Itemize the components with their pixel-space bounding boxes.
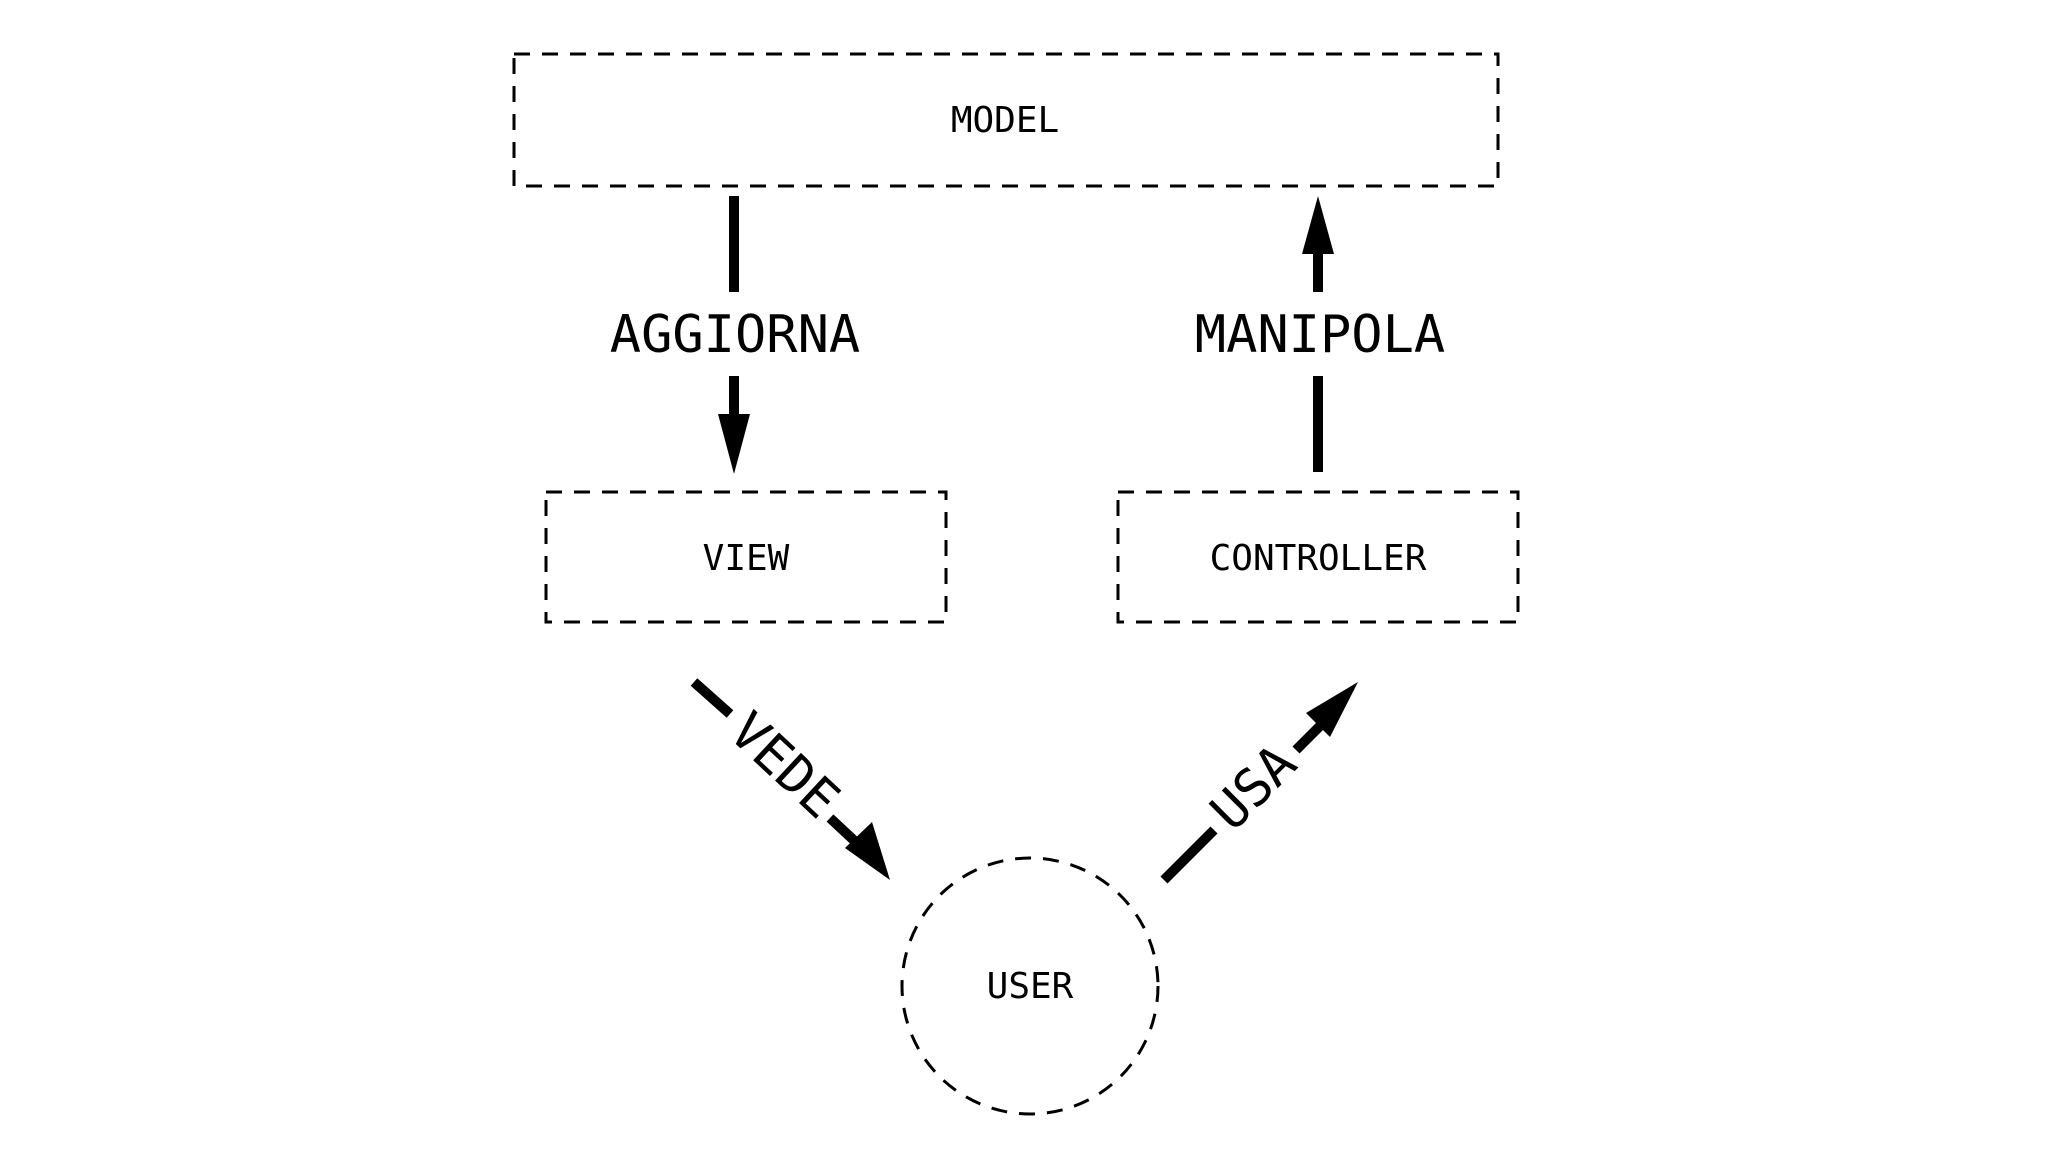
model-box	[512, 52, 1500, 188]
model-node: MODEL	[512, 52, 1500, 188]
controller-box	[1116, 490, 1520, 624]
controller-node: CONTROLLER	[1116, 490, 1520, 624]
view-label: VIEW	[703, 538, 790, 579]
uses-label: USA	[1199, 733, 1308, 842]
sees-arrowhead	[845, 822, 890, 880]
user-circle	[900, 856, 1160, 1116]
manipulates-arrowhead	[1302, 196, 1334, 254]
updates-edge: AGGIORNA	[610, 196, 860, 474]
uses-arrow-shaft-top	[1292, 722, 1324, 754]
user-node: USER	[900, 856, 1160, 1116]
updates-label: AGGIORNA	[610, 305, 860, 365]
sees-arrow-shaft-top	[690, 678, 734, 718]
uses-arrowhead	[1306, 682, 1358, 737]
user-label: USER	[987, 966, 1074, 1007]
sees-edge: VEDE	[690, 678, 890, 880]
model-label: MODEL	[951, 100, 1059, 141]
updates-arrowhead	[718, 414, 750, 474]
view-node: VIEW	[544, 490, 948, 624]
sees-label: VEDE	[718, 701, 851, 830]
controller-label: CONTROLLER	[1210, 538, 1427, 579]
view-box	[544, 490, 948, 624]
manipulates-label: MANIPOLA	[1195, 305, 1445, 365]
manipulates-edge: MANIPOLA	[1195, 196, 1445, 472]
uses-arrow-shaft-bottom	[1160, 826, 1218, 884]
uses-edge: USA	[1160, 682, 1358, 884]
